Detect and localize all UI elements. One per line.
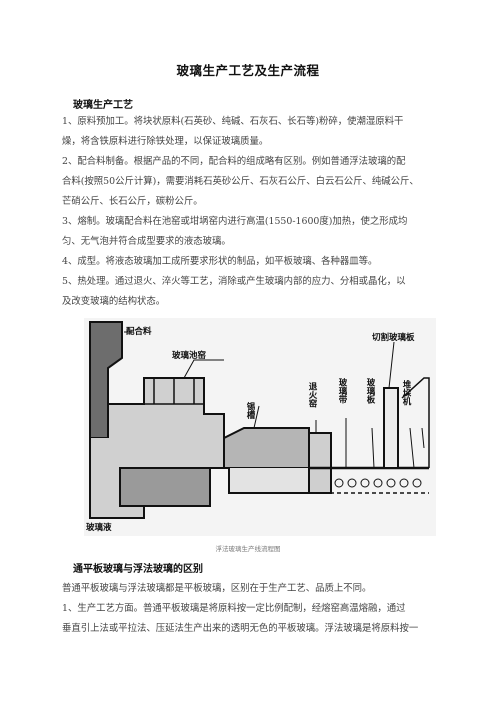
label-cut-glass: 切割玻璃板: [372, 332, 415, 343]
tin-bath-shape: [223, 427, 310, 469]
paragraph-line: 及改变玻璃的结构状态。: [62, 296, 166, 307]
paragraph-line: 5、热处理。通过退火、淬火等工艺，消除或产生玻璃内部的应力、分相或晶化，以: [62, 276, 406, 287]
paragraph-line: 匀、无气泡并符合成型要求的液态玻璃。: [62, 236, 231, 247]
section-heading-process: 玻璃生产工艺: [73, 100, 133, 111]
label-glass-plate: 玻璃板: [365, 377, 375, 404]
label-tin-bath: 锡槽: [245, 401, 255, 420]
float-glass-line-figure: 配合料 玻璃池窑 锡槽 退火窑 玻璃带 玻璃板 切割玻璃板 堆垛机 玻璃液: [84, 318, 436, 536]
label-furnace: 玻璃池窑: [172, 350, 207, 361]
label-annealing: 退火窑: [307, 381, 317, 408]
section-heading-difference: 通平板玻璃与浮法玻璃的区别: [73, 564, 203, 575]
paragraph-line: 3、熔制。玻璃配合料在池窑或坩埚窑内进行高温(1550-1600度)加热，使之形…: [62, 216, 408, 227]
label-stacker: 堆垛机: [401, 379, 411, 406]
process-diagram: 配合料 玻璃池窑 锡槽 退火窑 玻璃带 玻璃板 切割玻璃板 堆垛机 玻璃液: [86, 321, 430, 533]
paragraph-line: 芒硝公斤、长石公斤，碳粉公斤。: [62, 196, 203, 207]
paragraph-line: 2、配合料制备。根据产品的不同，配合料的组成略有区别。例如普通浮法玻璃的配: [62, 156, 406, 167]
figure-caption: 浮法玻璃生产线流程图: [215, 545, 281, 553]
paragraph-line: 普通平板玻璃与浮法玻璃都是平板玻璃，区别在于生产工艺、品质上不同。: [62, 583, 372, 594]
label-glass-ribbon: 玻璃带: [337, 377, 347, 404]
cutter-frame: [383, 387, 399, 469]
paragraph-line: 垂直引上法或平拉法、压延法生产出来的透明无色的平板玻璃。浮法玻璃是将原料按一: [62, 623, 419, 634]
paragraph-line: 燥，将含铁原料进行除铁处理，以保证玻璃质量。: [62, 136, 269, 147]
lehr-block: [308, 432, 332, 494]
paragraph-line: 1、生产工艺方面。普通平板玻璃是将原料按一定比例配制，经熔窑高温熔融，通过: [62, 603, 406, 614]
label-batch: 配合料: [126, 326, 152, 337]
glass-liquid-pool: [119, 467, 211, 507]
paragraph-line: 合料(按照50公斤计算)，需要消耗石英砂公斤、石灰石公斤、白云石公斤、纯碱公斤、: [62, 176, 419, 187]
label-glass-liquid: 玻璃液: [86, 522, 112, 533]
paragraph-line: 4、成型。将液态玻璃加工成所要求形状的制品，如平板玻璃、各种器皿等。: [62, 256, 378, 267]
paragraph-line: 1、原料预加工。将块状原料(石英砂、纯碱、石灰石、长石等)粉碎，使潮湿原料干: [62, 116, 404, 127]
document-title: 玻璃生产工艺及生产流程: [176, 63, 320, 78]
